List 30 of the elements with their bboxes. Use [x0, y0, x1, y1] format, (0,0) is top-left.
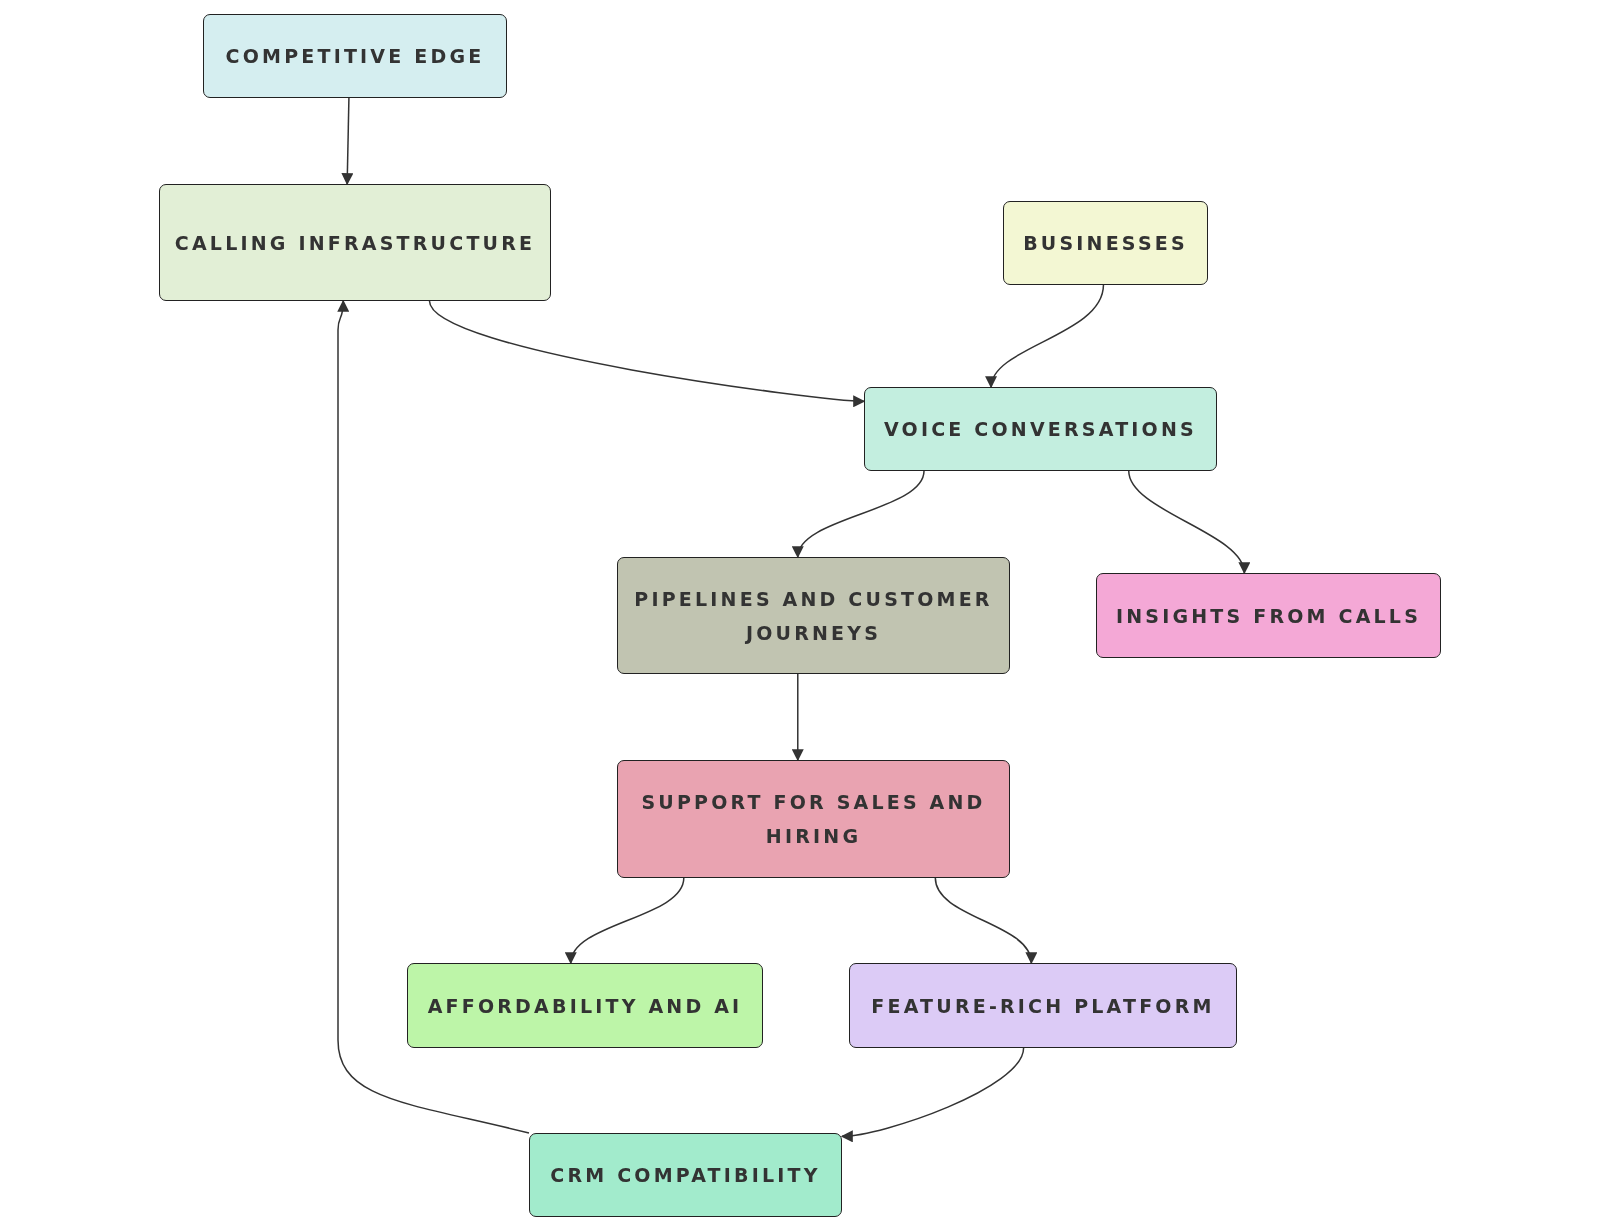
arrow	[791, 673, 804, 762]
box-label: COMPETITIVE EDGE	[225, 44, 485, 69]
box-label: CRM COMPATIBILITY	[550, 1163, 821, 1188]
box-label: BUSINESSES	[1023, 231, 1188, 256]
arrow	[428, 300, 866, 407]
box-label: AFFORDABILITY AND AI	[427, 993, 743, 1019]
arrow	[341, 97, 354, 186]
arrow	[1128, 470, 1248, 575]
process-box	[159, 184, 551, 301]
arrow	[840, 1047, 1025, 1142]
box-label: FEATURE-RICH PLATFORM	[871, 993, 1215, 1019]
arrow	[337, 299, 530, 1134]
arrow	[987, 284, 1105, 389]
process-box	[617, 760, 1010, 878]
process-box	[1003, 201, 1208, 285]
process-box	[529, 1133, 842, 1217]
process-box	[1096, 573, 1441, 658]
arrow	[794, 470, 925, 559]
process-box	[864, 387, 1217, 471]
box-label: CALLING INFRASTRUCTURE	[174, 230, 536, 256]
box-label: INSIGHTS FROM CALLS	[1115, 603, 1422, 629]
box-label: SUPPORT FOR SALES AND HIRING	[640, 790, 987, 849]
box-label: VOICE CONVERSATIONS	[884, 417, 1197, 442]
box-label: PIPELINES AND CUSTOMER JOURNEYS	[633, 586, 994, 646]
process-box	[203, 14, 507, 98]
arrow	[934, 877, 1036, 965]
arrow	[567, 877, 685, 965]
process-box	[617, 557, 1010, 674]
process-box	[849, 963, 1237, 1048]
process-box	[407, 963, 763, 1048]
